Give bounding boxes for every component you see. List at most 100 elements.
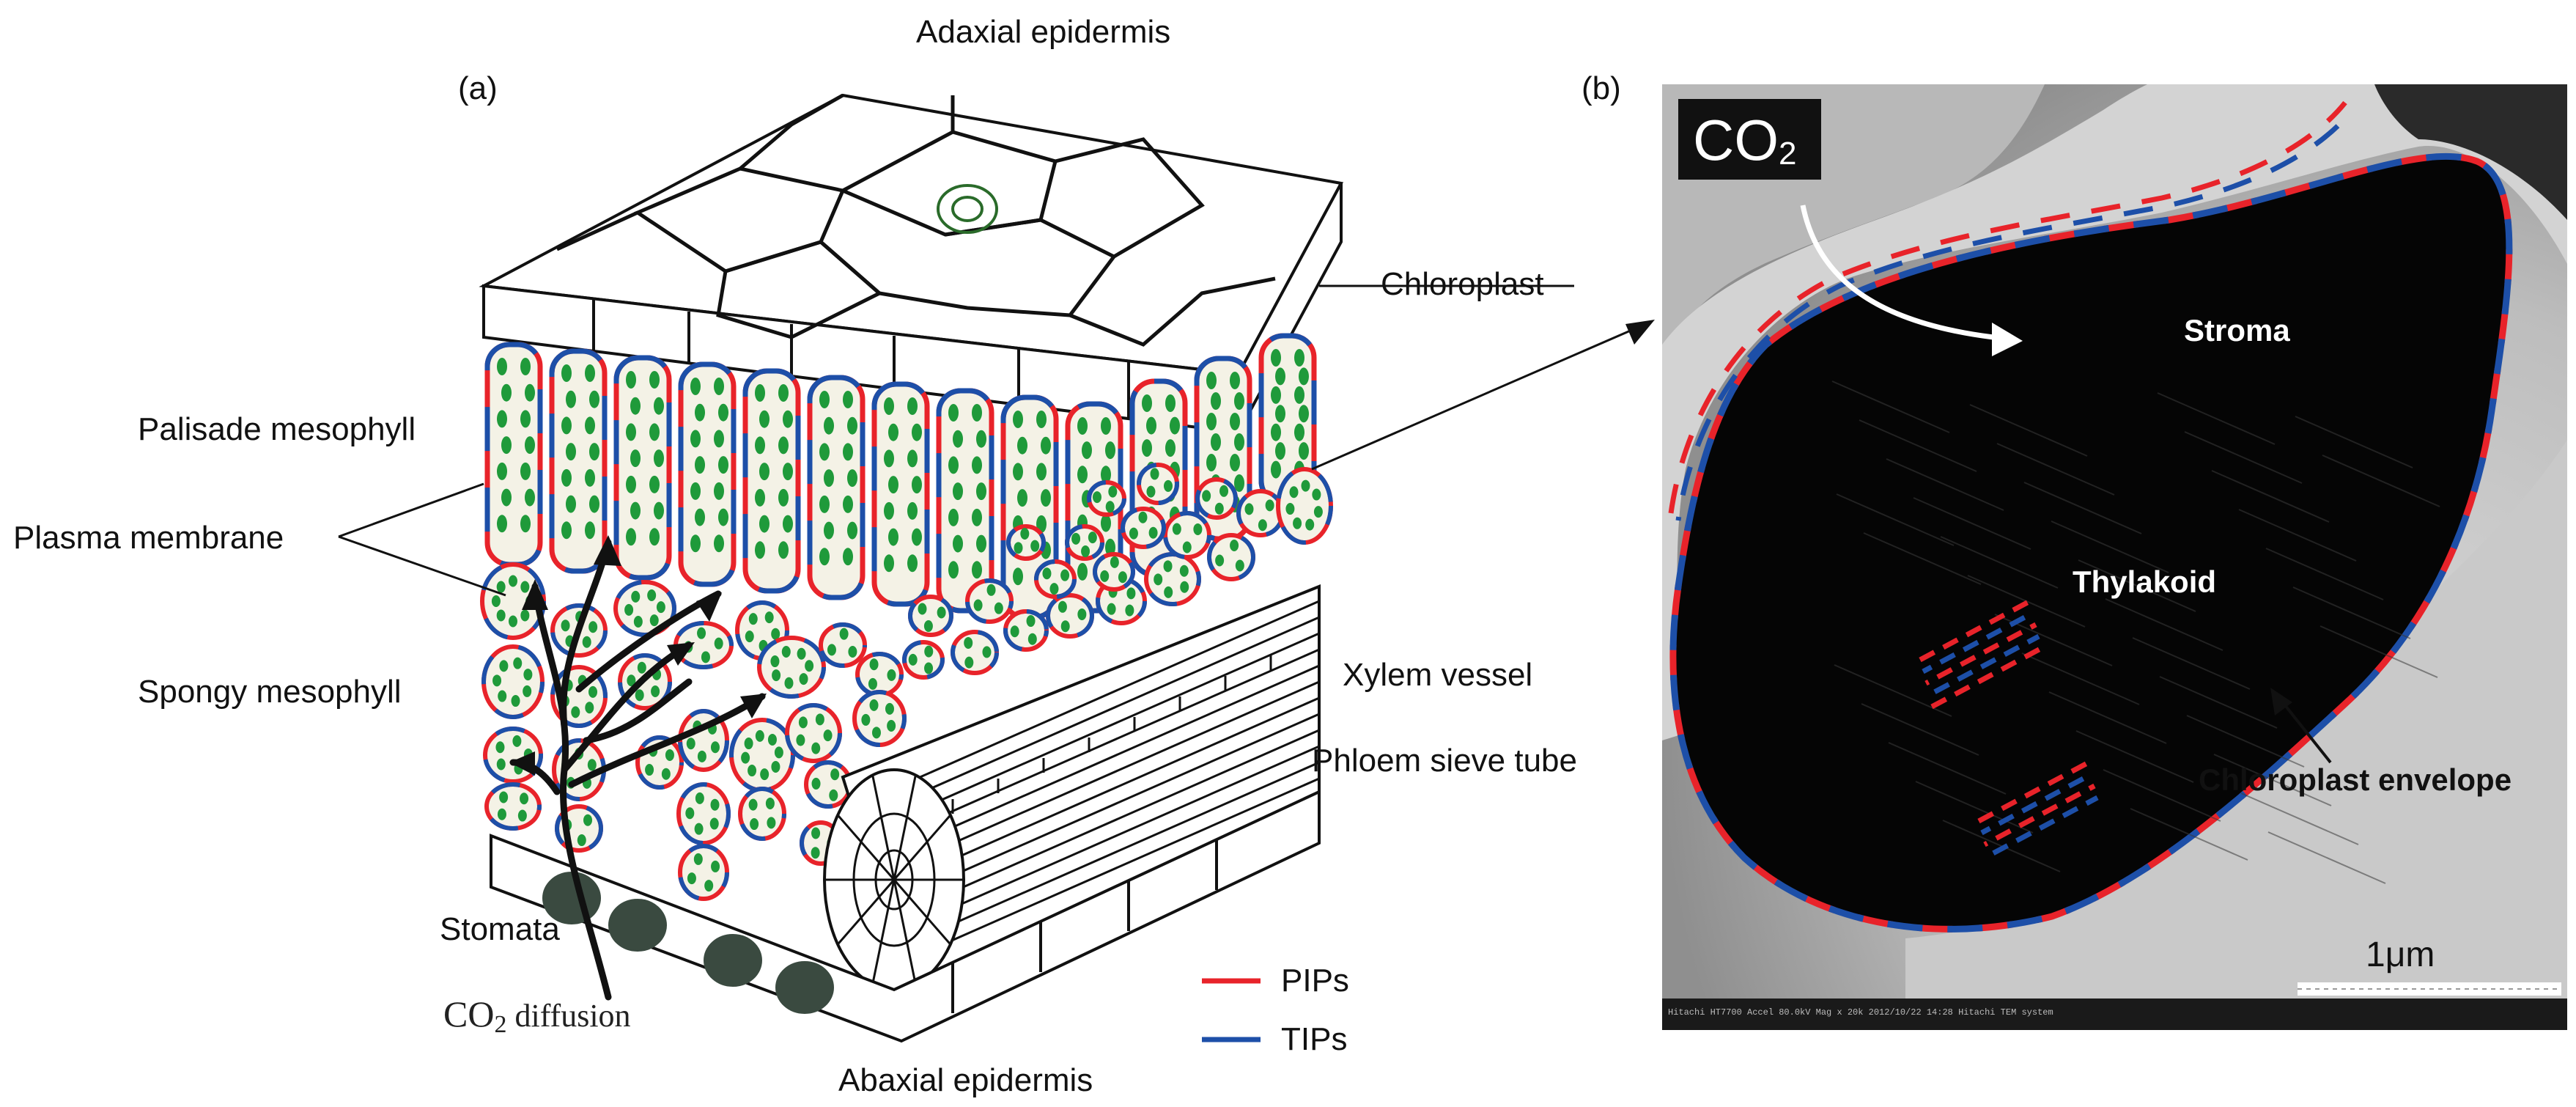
spongy-cell [1121, 507, 1166, 549]
leader-arrowhead [1625, 320, 1655, 345]
chloroplast-dot [1265, 499, 1274, 512]
chloroplast-dot [1014, 542, 1023, 554]
chloroplast-dot [686, 738, 695, 750]
leader-plasma-2 [338, 535, 506, 597]
chloroplast-dot [499, 660, 509, 672]
chloroplast-dot [843, 495, 853, 513]
chloroplast-dot [517, 809, 527, 822]
chloroplast-dot [1077, 466, 1088, 484]
chloroplast-dot [498, 690, 507, 702]
spongy-cell [481, 644, 545, 719]
chloroplast-dot [1042, 567, 1052, 580]
chloroplast-dot [654, 501, 664, 520]
chloroplast-dot [783, 463, 793, 481]
chloroplast-dot [847, 416, 857, 435]
chloroplast-dot [645, 764, 654, 776]
chloroplast-dot [496, 609, 506, 622]
chloroplast-dot [1107, 603, 1116, 615]
chloroplast-dot [1013, 463, 1023, 481]
chloroplast-dot [1211, 433, 1221, 451]
chloroplast-dot [1299, 367, 1309, 386]
chloroplast-dot [1092, 491, 1101, 504]
chloroplast-dot [1244, 503, 1254, 515]
chloroplast-dot [647, 589, 657, 601]
palisade-mesophyll-cells [484, 333, 1317, 620]
diffusion-branch-6 [583, 678, 693, 744]
stoma-4 [775, 961, 834, 1014]
chloroplast-dot [654, 449, 664, 468]
chloroplast-dot [937, 606, 946, 619]
panel-b: (b) CO2 Stroma Thylakoid Chloroplast env… [1582, 70, 2567, 1030]
chloroplast-dot [1041, 436, 1051, 455]
chloroplast-dot [1105, 441, 1115, 460]
chloroplast-dot [948, 561, 959, 579]
chloroplast-dot [710, 798, 720, 811]
chloroplast-dot [908, 653, 918, 666]
chloroplast-dot [497, 410, 507, 428]
leader-to-micrograph [1311, 321, 1650, 471]
thylakoid-stacks [1919, 598, 2099, 859]
chloroplast-dot [561, 619, 570, 632]
chloroplast-dot [755, 541, 765, 559]
chloroplast-dot [1164, 586, 1173, 598]
spongy-cell [908, 595, 953, 637]
chloroplast-dot [693, 853, 703, 865]
chloroplast-dot [1030, 540, 1040, 552]
chloroplast-dot [561, 468, 572, 487]
chloroplast-dot [953, 482, 963, 501]
chloroplast-dot [888, 528, 898, 546]
chloroplast-dot [695, 508, 705, 526]
chloroplast-dot [1289, 486, 1299, 499]
chloroplast-dot [1179, 564, 1189, 577]
spongy-cell [1276, 467, 1333, 545]
label-abaxial-epidermis: Abaxial epidermis [838, 1062, 1093, 1098]
palisade-cell [871, 381, 930, 607]
spongy-cell [951, 630, 999, 675]
chloroplast-dot [760, 768, 770, 781]
spongy-cell [484, 782, 542, 831]
chloroplast-dot [923, 620, 933, 633]
diffusion-branch-2 [560, 539, 612, 729]
label-palisade-mesophyll: Palisade mesophyll [138, 411, 416, 447]
spongy-cell [785, 703, 842, 763]
chloroplast-dot [497, 462, 507, 480]
chloroplast-dot [1206, 372, 1217, 389]
chloroplast-dot [811, 847, 820, 859]
chloroplast-dot [824, 521, 834, 540]
chloroplast-dot [1294, 349, 1304, 367]
chloroplast-dot [1101, 466, 1111, 484]
co2-box-label: CO2 [1693, 108, 1796, 172]
chloroplast-dot [953, 430, 963, 448]
chloroplast-dot [843, 443, 853, 461]
panel-a: (a) [13, 14, 1655, 1098]
chloroplast-dot [868, 677, 877, 690]
chloroplast-dot [783, 410, 793, 428]
chloroplast-dot [566, 495, 576, 513]
chloroplast-dot [651, 685, 660, 698]
chloroplast-dot [1017, 436, 1027, 455]
chloroplast-dot [1182, 541, 1192, 554]
palisade-cell [678, 361, 737, 587]
scale-label: 1μm [2366, 935, 2435, 974]
chloroplast-dot [577, 834, 586, 847]
chloroplast-dot [525, 488, 535, 507]
chloroplast-dot [1081, 545, 1090, 558]
lower-right-region [1905, 440, 2567, 1030]
chloroplast-dot [885, 702, 894, 715]
chloroplast-dot [1312, 488, 1321, 501]
spongy-cell [1137, 463, 1179, 505]
chloroplast-dot [1013, 411, 1023, 428]
chloroplast-dot [912, 423, 922, 441]
chloroplast-dot [798, 716, 808, 729]
chloroplast-dot [585, 364, 595, 382]
chloroplast-dot [718, 403, 728, 422]
chloroplast-dot [827, 644, 836, 656]
chloroplast-dot [501, 383, 512, 402]
chloroplast-dot [690, 378, 701, 395]
chloroplast-dot [887, 669, 896, 681]
chloroplast-dot [781, 646, 791, 658]
chloroplast-dot [520, 609, 530, 622]
chloroplast-dot [912, 476, 922, 494]
chloroplast-dot [1077, 562, 1088, 581]
abaxial-epidermis-block [490, 789, 1321, 1043]
